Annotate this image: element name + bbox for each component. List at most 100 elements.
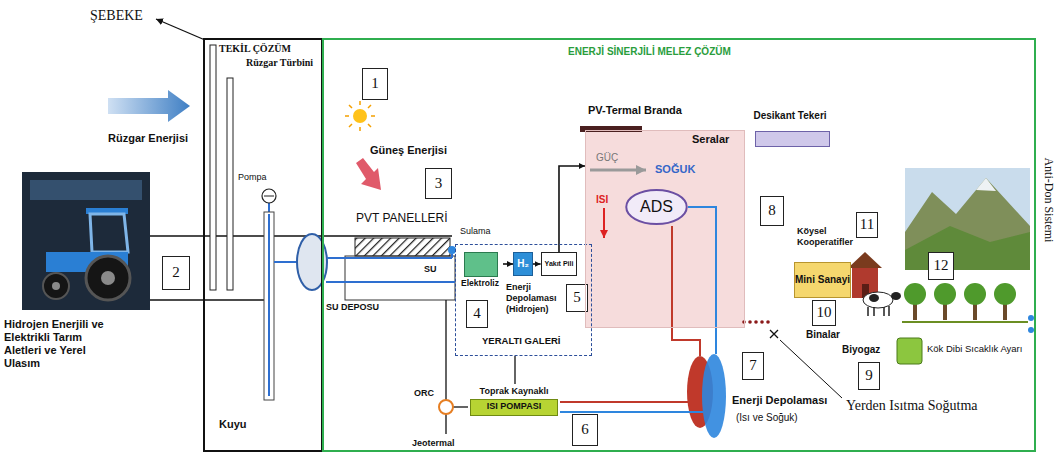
callout-number: 5 (573, 289, 581, 306)
box-text: GÜÇ (596, 152, 618, 164)
tree-crown (934, 283, 956, 305)
water-pipe (268, 203, 270, 212)
callout-number: 1 (371, 75, 379, 92)
callout-box: 2 (162, 256, 190, 290)
cow-head (891, 292, 901, 300)
power-line (150, 299, 264, 301)
tractor-wheel (43, 273, 69, 299)
heat-pump-box: Toprak KaynaklıISI POMPASI (468, 384, 560, 418)
callout-number: 12 (934, 257, 949, 274)
callout-box: 8 (760, 196, 784, 226)
box-title: Desikant Tekeri (748, 110, 832, 122)
tree-crown (994, 283, 1016, 305)
root-zone-label: Kök Dibi Sıcaklık Ayarı (927, 344, 1031, 355)
water-pipe (268, 214, 270, 396)
floor-heating-label: Yerden Isıtma Soğutma (846, 398, 978, 414)
box-title: Mini Sanayi (795, 274, 850, 286)
callout-number: 11 (860, 216, 874, 233)
callout-box: 6 (572, 414, 598, 446)
solar-energy-label: Güneş Enerjisi (370, 144, 447, 157)
pvt-canopy (580, 126, 642, 132)
water-pipe (326, 281, 455, 283)
well-label: Kuyu (219, 418, 247, 431)
floor-pipe-dot (742, 320, 746, 324)
house-roof (848, 252, 882, 268)
tractor-wheel (86, 256, 130, 300)
hot-pipe (560, 401, 688, 403)
hill (905, 226, 1030, 270)
electrolyzer-box: Elektroliz (457, 250, 503, 292)
cross-mark (770, 330, 778, 338)
grid-arrow (156, 19, 205, 40)
anti-frost-nozzle (1028, 327, 1034, 333)
cow-legs (868, 306, 889, 316)
pump-symbol-line (264, 196, 274, 197)
callout-box: 10 (812, 300, 836, 326)
cow-patch (869, 294, 879, 302)
pvt-panel-label: PVT PANELLERİ (356, 212, 448, 226)
cow (863, 292, 893, 308)
pump-symbol (262, 189, 276, 203)
power-line (150, 235, 452, 237)
flow-arrow (559, 166, 585, 252)
pvt-loop-frame (345, 256, 455, 300)
power-arrow (590, 169, 646, 172)
box-title: Elektroliz (457, 279, 503, 289)
callout-number: 2 (172, 264, 180, 281)
wind-arrow (108, 90, 190, 122)
landscape-sky (905, 168, 1030, 270)
underground-gallery: ElektrolizH₂Yakıt Pili45Enerji Depolamas… (455, 244, 592, 356)
sun-rays (345, 101, 375, 131)
biogas-label: Biyogaz (842, 344, 880, 356)
callout-number: 4 (473, 305, 481, 322)
box-text: ISI POMPASI (470, 401, 558, 411)
callout-box: 1 (362, 68, 388, 100)
cold-pipe (688, 207, 716, 354)
cooperatives-label: Köysel Kooperatifler (797, 226, 855, 248)
floor-pipe-dot (754, 320, 758, 324)
callout-number: 10 (817, 304, 832, 321)
flow-arrow (533, 263, 541, 265)
box-title: Seralar (692, 133, 729, 146)
sun (353, 109, 367, 123)
callout-number: 8 (768, 202, 776, 219)
buildings-label: Binalar (806, 329, 840, 341)
heat-cold-label: (Isı ve Soğuk) (736, 412, 798, 424)
mountain-snow (976, 178, 996, 191)
pvt-canopy-label: PV-Termal Branda (588, 104, 682, 117)
ellipse-shape (626, 190, 686, 224)
biogas-tank (897, 338, 922, 364)
water-tank-label: SU DEPOSU (326, 302, 379, 312)
floor-pipe-dot (766, 320, 770, 324)
water-pipe (274, 261, 297, 263)
desiccant-wheel: Desikant Tekeri (748, 108, 832, 150)
floor-pipe-dot (760, 320, 764, 324)
orc-label: ORC (414, 388, 434, 398)
cold-pipe (560, 411, 703, 413)
solar-arrow (356, 158, 381, 190)
floor-pipe-dot (748, 320, 752, 324)
water-label: SU (424, 264, 437, 274)
well-shaft (264, 212, 274, 400)
callout-number: 6 (581, 421, 589, 438)
mountain (905, 178, 1030, 270)
wheel-hub (101, 271, 115, 285)
orc-symbol (439, 400, 453, 414)
callout-number: 9 (865, 367, 873, 384)
energy-storage-label: Enerji Depolaması (732, 394, 827, 407)
vehicle-caption: Hidrojen Enerjili ve Elektrikli Tarım Al… (4, 318, 112, 370)
geothermal-line (445, 414, 446, 434)
leader-line (780, 340, 842, 398)
turbine-tower (227, 78, 233, 290)
device-block (464, 252, 498, 277)
box-title: ADS (640, 198, 673, 216)
pump-label: Pompa (238, 172, 267, 182)
hot-pipe (672, 226, 700, 356)
callout-box: 4 (466, 300, 488, 328)
box-title: Toprak Kaynaklı (468, 386, 560, 396)
cold-storage (702, 354, 726, 438)
callout-number: 7 (749, 357, 757, 374)
tractor-picture (22, 172, 150, 310)
hydrogen-tank: H₂ (513, 252, 533, 276)
callout-number: 3 (435, 175, 443, 192)
